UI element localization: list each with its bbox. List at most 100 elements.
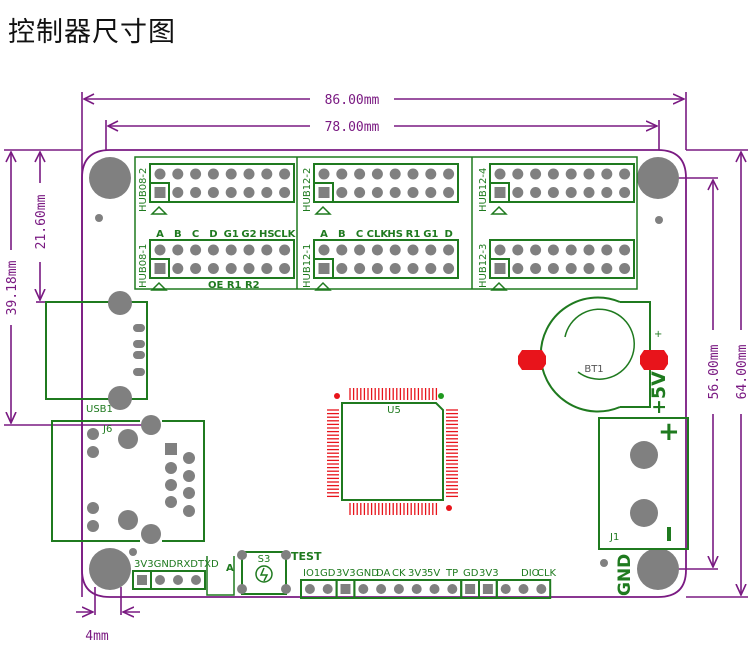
dim-height-holes: 56.00mm: [660, 177, 722, 570]
pin1-triangle: [490, 281, 508, 291]
header-pin: [407, 168, 419, 180]
pin1-triangle: [314, 205, 332, 215]
header-pin: [512, 187, 524, 198]
bottom-header-group: [495, 579, 552, 599]
header-pin: [172, 168, 184, 180]
header-pin: [172, 244, 184, 256]
jumper-a: A: [206, 556, 235, 596]
bottom-header-pin: [304, 584, 315, 594]
pin-label: G1: [423, 229, 438, 240]
serial-pin: [173, 575, 183, 585]
header-pin: [494, 168, 506, 180]
header-label: HUB08-2: [138, 168, 149, 212]
bottom-header-label: DA: [376, 568, 391, 579]
pin-label: R1: [406, 229, 421, 240]
header-pin: [261, 187, 273, 198]
power-5v-label: +5V: [648, 371, 670, 415]
header-pin: [261, 168, 273, 180]
header-label: HUB12-2: [302, 168, 313, 212]
header-pin: [207, 244, 219, 256]
header-pin: [425, 168, 437, 180]
header-pin: [154, 168, 166, 180]
pin-label: B: [174, 229, 182, 240]
bottom-header-label: 3V3: [336, 568, 356, 579]
pin-label: G1: [224, 229, 239, 240]
header-pin: [601, 244, 613, 256]
header-pin: [443, 168, 455, 180]
pin-label: B: [338, 229, 346, 240]
header-pin: [225, 244, 237, 256]
gnd-label: GND: [615, 554, 635, 596]
header-pin: [154, 244, 166, 256]
pin1-triangle: [490, 205, 508, 215]
fiducial: [95, 214, 103, 222]
header-outline: [149, 239, 295, 279]
j1-plus-label: +: [658, 417, 680, 447]
header-pin: [243, 244, 255, 256]
header-pin: [207, 168, 219, 180]
serial-pin: [137, 575, 147, 585]
header-pin: [207, 263, 219, 274]
battery-pad-neg: [518, 350, 546, 370]
header-outline: [489, 239, 635, 279]
pin1-marker: [149, 182, 170, 203]
bottom-header-pin: [340, 584, 351, 594]
header-pin: [425, 244, 437, 256]
bottom-header-label: IO1: [303, 568, 320, 579]
header-pin: [619, 263, 631, 274]
header-pin: [425, 187, 437, 198]
header-pin: [243, 187, 255, 198]
header-pin: [207, 187, 219, 198]
header-pin: [407, 187, 419, 198]
pin-label: A: [156, 229, 164, 240]
header-pin: [512, 168, 524, 180]
mounting-hole-br: [637, 548, 679, 590]
header-pin: [407, 263, 419, 274]
fiducial: [600, 559, 608, 567]
pin1-marker: [489, 182, 510, 203]
pin-label: HS: [387, 229, 403, 240]
header-pin: [243, 263, 255, 274]
usb-connector: USB1: [45, 291, 148, 415]
bottom-header-pin: [358, 584, 369, 594]
header-pin: [354, 187, 366, 198]
header-pin-square: [494, 263, 506, 274]
serial-header-outline: [150, 570, 206, 590]
battery-pad-pos: [640, 350, 668, 370]
bottom-header-pin: [447, 584, 458, 594]
pin-label: HS: [259, 229, 275, 240]
bottom-header-label: CLK: [537, 568, 557, 579]
header-pin: [601, 168, 613, 180]
mounting-hole-tr: [637, 157, 679, 199]
bottom-header-pin: [376, 584, 387, 594]
power-jack-j1: J1 + GND: [598, 417, 689, 596]
header-pin: [565, 187, 577, 198]
mounting-hole-bl: [89, 548, 131, 590]
header-pin-square: [154, 187, 166, 198]
header-pin: [530, 263, 542, 274]
header-pin: [389, 244, 401, 256]
test-label: TEST: [291, 550, 322, 563]
pin1-triangle: [150, 281, 168, 291]
board-outline: [81, 149, 687, 598]
battery-holder: BT1 + +5V: [518, 296, 670, 415]
bottom-header-label: CK: [392, 568, 406, 579]
fiducial: [655, 216, 663, 224]
header-pin: [565, 263, 577, 274]
header-label: HUB12-4: [478, 168, 489, 212]
test-switch-s3[interactable]: S3 TEST: [237, 550, 322, 595]
bottom-header-label: 3V3: [408, 568, 428, 579]
dim-bottom-4: 4mm: [76, 587, 140, 644]
header-pin: [583, 244, 595, 256]
header-pin: [371, 244, 383, 256]
dim-label-78: 78.00mm: [325, 120, 380, 135]
jumper-label: A: [226, 563, 234, 574]
pin1-triangle: [150, 205, 168, 215]
mcu-label: U5: [387, 405, 401, 416]
bottom-header-pin: [500, 584, 511, 594]
header-pin: [619, 187, 631, 198]
header-pin: [547, 244, 559, 256]
pin-label: C: [192, 229, 199, 240]
